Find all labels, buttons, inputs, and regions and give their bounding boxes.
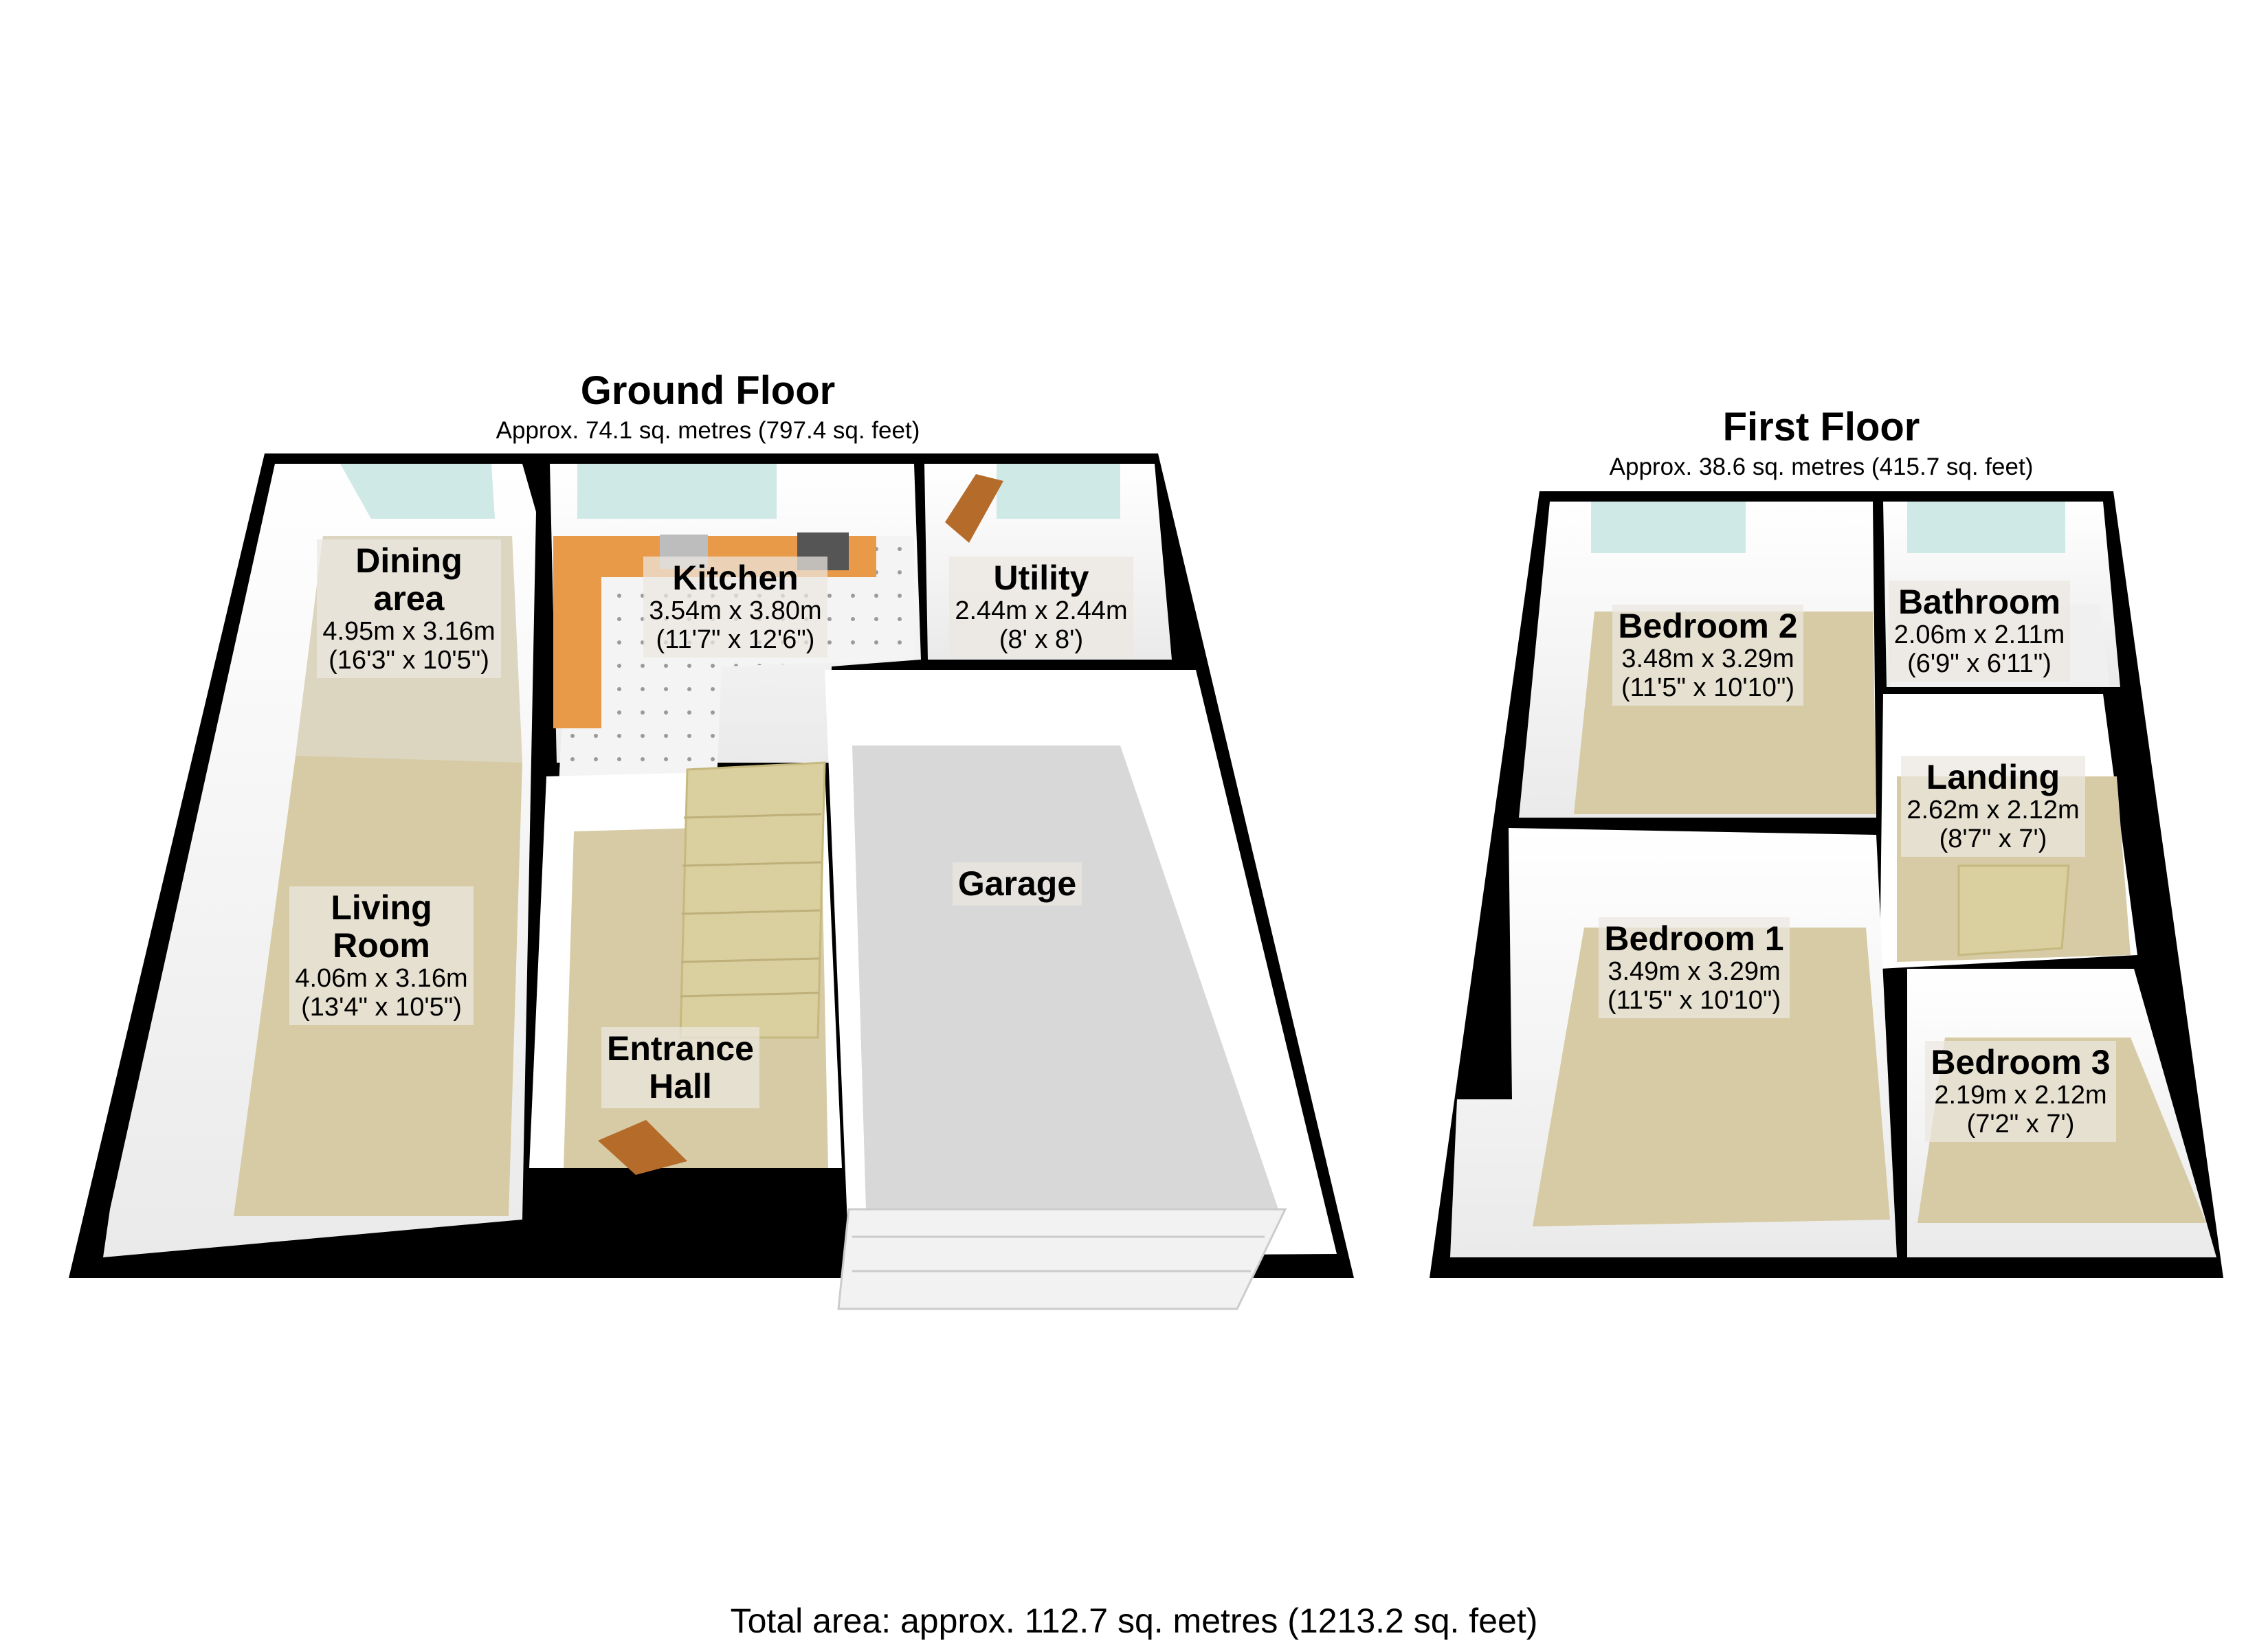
- room-name: Bathroom: [1898, 583, 2061, 621]
- room-dimensions: 4.06m x 3.16m: [295, 964, 468, 993]
- room-dimensions: 2.62m x 2.12m: [1906, 796, 2080, 824]
- room-label-landing: Landing 2.62m x 2.12m (8'7" x 7'): [1869, 756, 2117, 857]
- room-dimensions-imperial: (6'9" x 6'11"): [1907, 649, 2052, 678]
- room-label-bedroom-3: Bedroom 3 2.19m x 2.12m (7'2" x 7'): [1890, 1041, 2151, 1142]
- room-dimensions: 3.49m x 3.29m: [1608, 957, 1781, 986]
- utility-door: [945, 474, 1003, 543]
- ground-floor-title: Ground Floor: [580, 368, 836, 413]
- room-dimensions: 4.95m x 3.16m: [322, 617, 496, 646]
- room-name: Garage: [957, 864, 1077, 903]
- room-name: Dining area: [355, 541, 463, 618]
- kitchen-window: [577, 464, 777, 519]
- room-dimensions-imperial: (11'7" x 12'6"): [656, 625, 815, 654]
- room-dimensions-imperial: (8' x 8'): [999, 625, 1084, 654]
- bathroom-window: [1907, 502, 2065, 553]
- room-dimensions-imperial: (11'5" x 10'10"): [1607, 985, 1781, 1015]
- room-name: Entrance Hall: [607, 1029, 754, 1106]
- room-name: Living Room: [331, 888, 432, 965]
- utility-window: [997, 464, 1120, 519]
- garage-room: [825, 670, 1337, 1310]
- room-label-bedroom-1: Bedroom 1 3.49m x 3.29m (11'5" x 10'10"): [1560, 917, 1828, 1018]
- room-label-bathroom: Bathroom 2.06m x 2.11m (6'9" x 6'11"): [1859, 581, 2100, 682]
- kitchen-counter-side: [553, 536, 601, 728]
- first-floor-area: Approx. 38.6 sq. metres (415.7 sq. feet): [1609, 453, 2034, 480]
- room-label-dining-area: Dining area 4.95m x 3.16m (16'3" x 10'5"…: [271, 539, 546, 678]
- room-dimensions: 2.19m x 2.12m: [1934, 1081, 2107, 1110]
- room-dimensions-imperial: (8'7" x 7'): [1939, 824, 2047, 853]
- landing-stairs: [1957, 864, 2070, 956]
- room-name: Bedroom 3: [1931, 1043, 2111, 1081]
- room-dimensions-imperial: (13'4" x 10'5"): [301, 992, 462, 1022]
- bedroom-1-room: [1450, 828, 1897, 1257]
- garage-door: [837, 1208, 1287, 1310]
- room-dimensions: 3.54m x 3.80m: [649, 596, 822, 625]
- total-area: Total area: approx. 112.7 sq. metres (12…: [730, 1602, 1538, 1640]
- room-label-entrance-hall: Entrance Hall: [574, 1027, 787, 1108]
- entrance-hall: [529, 761, 842, 1175]
- staircase: [679, 761, 826, 1039]
- room-name: Kitchen: [672, 559, 799, 597]
- room-dimensions: 3.48m x 3.29m: [1621, 644, 1794, 673]
- room-name: Landing: [1926, 758, 2060, 796]
- room-name: Utility: [993, 559, 1089, 597]
- room-label-living-room: Living Room 4.06m x 3.16m (13'4" x 10'5"…: [244, 886, 519, 1025]
- window: [340, 464, 495, 519]
- room-dimensions: 2.44m x 2.44m: [955, 596, 1128, 625]
- room-name: Bedroom 1: [1604, 919, 1784, 958]
- first-floor-title: First Floor: [1722, 405, 1920, 449]
- room-dimensions-imperial: (16'3" x 10'5"): [329, 645, 489, 675]
- front-door: [598, 1120, 687, 1175]
- room-dimensions-imperial: (11'5" x 10'10"): [1621, 673, 1794, 702]
- room-label-utility: Utility 2.44m x 2.44m (8' x 8'): [911, 557, 1172, 658]
- room-label-bedroom-2: Bedroom 2 3.48m x 3.29m (11'5" x 10'10"): [1574, 605, 1842, 706]
- bedroom-2-window: [1591, 502, 1746, 553]
- room-label-kitchen: Kitchen 3.54m x 3.80m (11'7" x 12'6"): [591, 557, 880, 658]
- ground-floor-area: Approx. 74.1 sq. metres (797.4 sq. feet): [496, 417, 920, 444]
- room-name: Bedroom 2: [1618, 607, 1798, 645]
- room-dimensions: 2.06m x 2.11m: [1893, 620, 2065, 649]
- room-dimensions-imperial: (7'2" x 7'): [1966, 1109, 2075, 1138]
- room-label-garage: Garage: [914, 862, 1120, 906]
